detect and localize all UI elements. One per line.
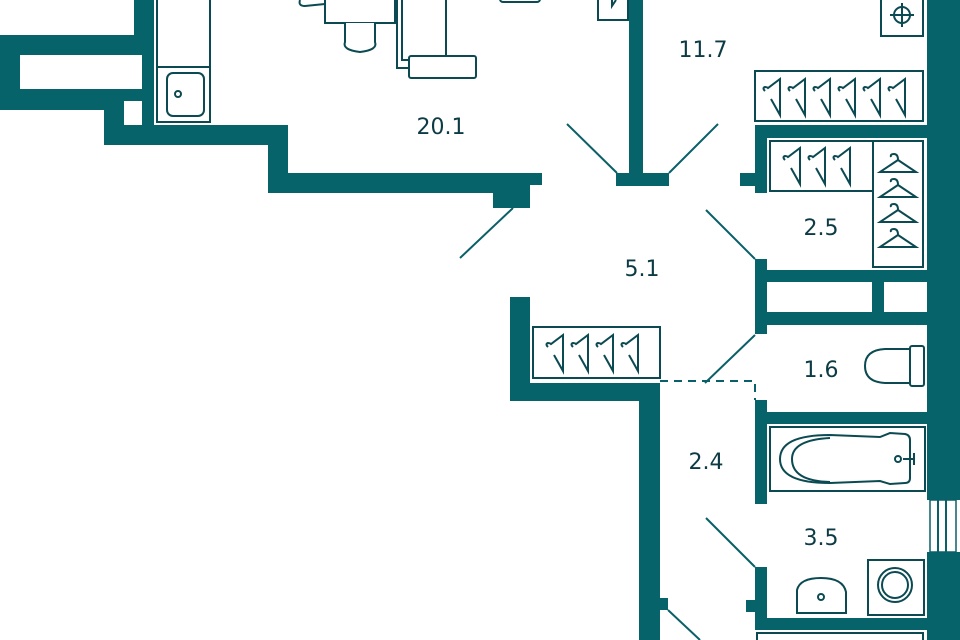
washing-machine-icon <box>867 559 925 616</box>
window <box>929 499 957 553</box>
hanger-icon <box>545 333 564 375</box>
area-label-living: 20.1 <box>417 115 466 140</box>
wardrobes <box>532 70 924 640</box>
hanger-icon <box>887 77 906 119</box>
bedroom-fixtures <box>597 0 924 37</box>
sink-icon <box>166 72 205 117</box>
hanger-icon <box>876 202 920 223</box>
furniture-living <box>298 0 541 79</box>
hanger-icon <box>762 77 781 119</box>
hanger-icon <box>807 146 826 188</box>
room-area-labels: 20.1 11.7 5.1 2.5 1.6 2.4 3.5 <box>417 38 839 551</box>
washbasin-icon <box>796 576 847 614</box>
hanger-icon <box>570 333 589 375</box>
hanger-icon <box>876 152 920 173</box>
area-label-hall: 5.1 <box>625 257 660 282</box>
hanger-icon <box>620 333 639 375</box>
hanger-icon <box>832 146 851 188</box>
area-label-corridor: 2.4 <box>689 450 724 475</box>
hanger-icon <box>862 77 881 119</box>
area-label-bathroom: 3.5 <box>804 526 839 551</box>
hanger-icon <box>837 77 856 119</box>
area-label-bedroom: 11.7 <box>679 38 728 63</box>
area-label-toilet: 1.6 <box>804 358 839 383</box>
hanger-icon <box>782 146 801 188</box>
hanger-icon <box>787 77 806 119</box>
hanger-icon <box>595 333 614 375</box>
bathtub-icon <box>769 426 926 492</box>
hanger-icon <box>876 177 920 198</box>
door-swings <box>459 123 756 640</box>
kitchen-counter <box>156 0 211 123</box>
hanger-icon <box>876 227 920 248</box>
hanger-icon <box>812 77 831 119</box>
area-label-wardrobe: 2.5 <box>804 216 839 241</box>
toilet-icon <box>863 345 925 387</box>
